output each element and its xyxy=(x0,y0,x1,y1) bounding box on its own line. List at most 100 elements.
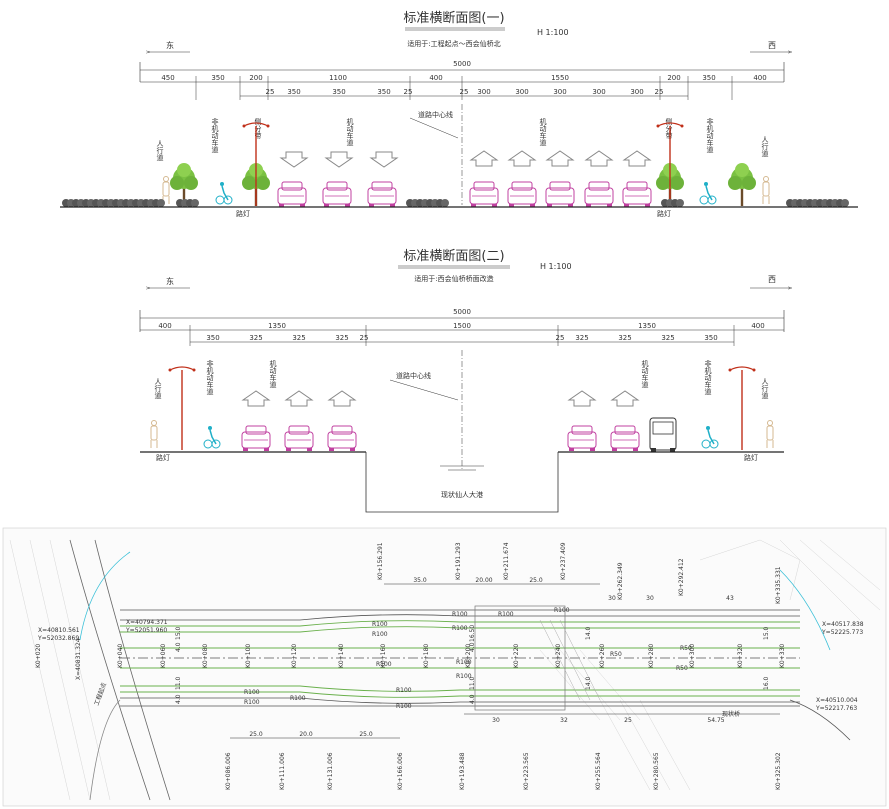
svg-text:25.0: 25.0 xyxy=(529,577,543,584)
svg-text:R100: R100 xyxy=(376,661,392,668)
svg-text:R100: R100 xyxy=(452,625,468,632)
centerline-label-2: 道路中心线 xyxy=(396,371,431,380)
svg-text:300: 300 xyxy=(553,88,566,96)
svg-text:350: 350 xyxy=(702,74,715,82)
radius-labels: R100 R100 R100 R100 R100 R100 R100 R100 … xyxy=(244,607,692,710)
svg-text:K0+237.409: K0+237.409 xyxy=(560,542,567,580)
svg-text:14.0: 14.0 xyxy=(585,676,592,690)
svg-text:K0+260: K0+260 xyxy=(599,644,606,668)
svg-text:400: 400 xyxy=(429,74,442,82)
section-one-subtitle: 适用于:工程起点～西会仙桥北 xyxy=(407,39,500,48)
svg-text:350: 350 xyxy=(287,88,300,96)
plan-dims-bottom: 25.0 20.0 25.0 30 32 25 54.75 xyxy=(249,717,724,738)
svg-text:X=40794.371: X=40794.371 xyxy=(126,619,168,626)
svg-text:350: 350 xyxy=(206,334,219,342)
svg-text:R100: R100 xyxy=(244,689,260,696)
svg-text:1550: 1550 xyxy=(551,74,569,82)
svg-text:R100: R100 xyxy=(554,607,570,614)
svg-text:R100: R100 xyxy=(456,673,472,680)
svg-text:R100: R100 xyxy=(456,659,472,666)
lamp-label-2b: 路灯 xyxy=(744,453,758,462)
svg-text:450: 450 xyxy=(161,74,174,82)
svg-text:机动车道: 机动车道 xyxy=(269,359,277,389)
svg-text:K0+060: K0+060 xyxy=(160,644,167,668)
svg-text:K0+211.674: K0+211.674 xyxy=(503,542,510,580)
svg-text:350: 350 xyxy=(211,74,224,82)
svg-text:4.0: 4.0 xyxy=(175,694,182,704)
svg-text:25: 25 xyxy=(556,334,565,342)
svg-text:K0+080: K0+080 xyxy=(202,644,209,668)
svg-text:11.0: 11.0 xyxy=(175,676,182,690)
svg-text:机动车道: 机动车道 xyxy=(346,117,354,147)
svg-text:机动车道: 机动车道 xyxy=(539,117,547,147)
svg-text:300: 300 xyxy=(515,88,528,96)
svg-text:1350: 1350 xyxy=(638,322,656,330)
svg-text:K0+300: K0+300 xyxy=(689,644,696,668)
svg-text:K0+040: K0+040 xyxy=(117,644,124,668)
svg-text:Y=52217.763: Y=52217.763 xyxy=(815,705,857,712)
svg-text:人行道: 人行道 xyxy=(761,378,769,400)
svg-text:325: 325 xyxy=(661,334,674,342)
svg-text:K0+280.565: K0+280.565 xyxy=(653,752,660,790)
svg-text:325: 325 xyxy=(335,334,348,342)
svg-text:14.0: 14.0 xyxy=(585,626,592,640)
svg-text:400: 400 xyxy=(753,74,766,82)
svg-text:35.0: 35.0 xyxy=(413,577,427,584)
svg-text:人行道: 人行道 xyxy=(761,136,769,158)
svg-text:K0+111.006: K0+111.006 xyxy=(279,752,286,790)
svg-text:R100: R100 xyxy=(396,703,412,710)
east-label-1: 东 xyxy=(166,40,174,50)
svg-text:K0+193.488: K0+193.488 xyxy=(459,752,466,790)
svg-text:K0+330: K0+330 xyxy=(779,644,786,668)
svg-text:325: 325 xyxy=(618,334,631,342)
svg-text:K0+180: K0+180 xyxy=(423,644,430,668)
svg-text:K0+100: K0+100 xyxy=(245,644,252,668)
svg-text:325: 325 xyxy=(249,334,262,342)
svg-text:K0+255.564: K0+255.564 xyxy=(595,752,602,790)
svg-text:4.0: 4.0 xyxy=(469,642,476,652)
svg-text:R100: R100 xyxy=(372,621,388,628)
lane-labels-1: 人行道 非机动车道 侧分带 机动车道 机动车道 侧分带 非机动车道 人行道 xyxy=(156,117,769,162)
svg-text:400: 400 xyxy=(158,322,171,330)
svg-text:25.0: 25.0 xyxy=(359,731,373,738)
svg-text:25: 25 xyxy=(266,88,275,96)
svg-text:K0+240: K0+240 xyxy=(555,644,562,668)
svg-text:200: 200 xyxy=(667,74,680,82)
svg-text:30: 30 xyxy=(608,595,616,602)
svg-text:325: 325 xyxy=(575,334,588,342)
svg-text:20.00: 20.00 xyxy=(475,577,492,584)
section-one-title: 标准横断面图(一) xyxy=(403,11,504,26)
lamp-label-1b: 路灯 xyxy=(657,209,671,218)
svg-text:K0+220: K0+220 xyxy=(513,644,520,668)
svg-text:200: 200 xyxy=(249,74,262,82)
svg-text:非机动车道: 非机动车道 xyxy=(211,117,219,154)
svg-text:20.0: 20.0 xyxy=(299,731,313,738)
east-label-2: 东 xyxy=(166,276,174,286)
section-two: 标准横断面图(二) H 1:100 适用于:西会仙桥桥面改造 东 西 5000 … xyxy=(139,249,790,513)
lamp-label-1a: 路灯 xyxy=(236,209,250,218)
svg-text:4.0: 4.0 xyxy=(175,642,182,652)
svg-text:Y=52032.869: Y=52032.869 xyxy=(37,635,79,642)
total-width-1: 5000 xyxy=(453,60,471,68)
lamp-label-2a: 路灯 xyxy=(156,453,170,462)
svg-text:R100: R100 xyxy=(290,695,306,702)
svg-text:K0+262.349: K0+262.349 xyxy=(617,562,624,600)
svg-text:25.0: 25.0 xyxy=(249,731,263,738)
svg-text:1500: 1500 xyxy=(453,322,471,330)
lane-labels-2: 人行道 非机动车道 机动车道 机动车道 非机动车道 人行道 xyxy=(154,359,769,400)
lane-width-labels: 15.0 4.0 11.0 4.0 16.50 4.0 11.0 4.0 14.… xyxy=(175,625,770,704)
svg-text:30: 30 xyxy=(492,717,500,724)
bottom-stations: K0+086.006 K0+111.006 K0+131.006 K0+166.… xyxy=(225,752,782,790)
section-two-title: 标准横断面图(二) xyxy=(403,249,504,264)
svg-text:K0+223.565: K0+223.565 xyxy=(523,752,530,790)
svg-text:R100: R100 xyxy=(396,687,412,694)
section-one-scale: H 1:100 xyxy=(537,28,569,37)
svg-text:K0+131.006: K0+131.006 xyxy=(327,752,334,790)
svg-text:1350: 1350 xyxy=(268,322,286,330)
section-two-subtitle: 适用于:西会仙桥桥面改造 xyxy=(414,274,493,283)
dims-bottom-2: 350 325 325 325 25 25 325 325 325 350 xyxy=(206,334,717,342)
mid-stations: K0+020 K0+040 K0+060 K0+080 K0+100 K0+12… xyxy=(35,644,786,668)
svg-text:K0+292.412: K0+292.412 xyxy=(678,558,685,596)
svg-text:300: 300 xyxy=(592,88,605,96)
